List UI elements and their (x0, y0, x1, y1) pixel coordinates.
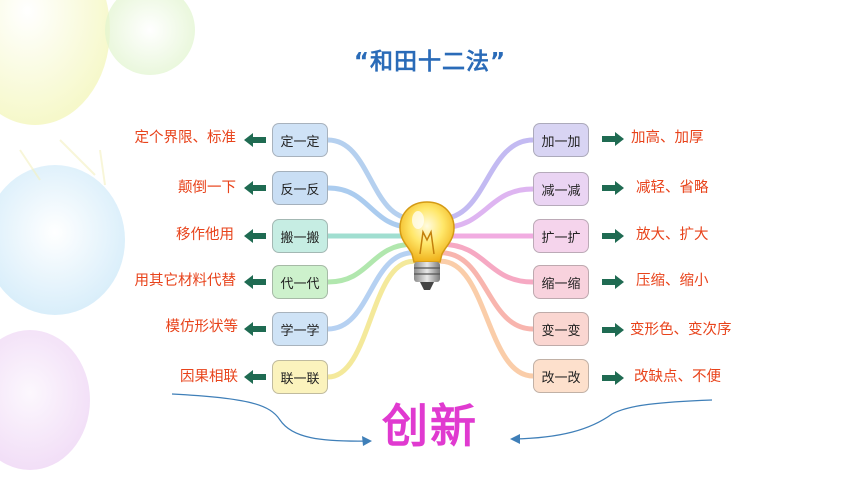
node-kuo: 扩一扩 (533, 219, 589, 253)
balloon-yellow (0, 0, 110, 125)
branch-left (325, 241, 416, 285)
node-bian: 变一变 (533, 312, 589, 346)
arrow-left-icon (244, 322, 266, 336)
balloon-purple (0, 330, 90, 470)
arrow-left-icon (244, 370, 266, 384)
arrow-left-icon (244, 229, 266, 243)
desc-jian: 减轻、省略 (636, 180, 709, 196)
sun-rays (19, 139, 106, 186)
node-xue: 学一学 (272, 312, 328, 346)
desc-bian: 变形色、变次序 (630, 322, 732, 338)
node-gai: 改一改 (533, 359, 589, 393)
arrow-right-icon (602, 323, 624, 337)
node-dai: 代一代 (272, 265, 328, 299)
curve-left-arrow (171, 393, 371, 442)
desc-ban: 移作他用 (176, 227, 234, 243)
desc-jia: 加高、加厚 (631, 130, 704, 146)
desc-xue: 模仿形状等 (165, 319, 239, 335)
arrow-left-icon (244, 181, 266, 195)
branch-right (438, 241, 536, 285)
desc-dai: 用其它材料代替 (134, 273, 237, 289)
arrow-right-icon (602, 132, 624, 146)
node-ban: 搬一搬 (272, 219, 328, 253)
node-fan: 反一反 (272, 171, 328, 205)
branch-left (325, 250, 416, 332)
page-title: “和田十二法” (353, 49, 507, 75)
curve-right-head (510, 434, 520, 444)
branch-left (325, 137, 416, 222)
desc-ding: 定个界限、标准 (134, 130, 237, 146)
desc-lian: 因果相联 (180, 369, 238, 385)
desc-kuo: 放大、扩大 (636, 227, 709, 243)
desc-fan: 颠倒一下 (178, 180, 236, 196)
node-ding: 定一定 (272, 123, 328, 157)
node-jia: 加一加 (533, 123, 589, 157)
node-jian: 减一减 (533, 172, 589, 206)
desc-gai: 改缺点、不便 (634, 369, 721, 385)
desc-suo: 压缩、缩小 (636, 273, 709, 289)
node-suo: 缩一缩 (533, 265, 589, 299)
arrow-right-icon (602, 371, 624, 385)
center-label-innovation: 创新 (382, 399, 478, 453)
branch-right (438, 258, 536, 379)
branch-right (438, 250, 536, 332)
curve-right-arrow (513, 399, 713, 440)
branch-left (325, 258, 416, 380)
curve-left-head (362, 436, 372, 446)
arrow-right-icon (602, 181, 624, 195)
arrow-right-icon (602, 229, 624, 243)
arrow-left-icon (244, 133, 266, 147)
light-bulb-icon (399, 201, 455, 290)
branch-right (438, 137, 536, 222)
arrow-left-icon (244, 275, 266, 289)
arrow-right-icon (602, 275, 624, 289)
balloon-green (105, 0, 195, 75)
balloon-blue (0, 165, 125, 315)
node-lian: 联一联 (272, 360, 328, 394)
